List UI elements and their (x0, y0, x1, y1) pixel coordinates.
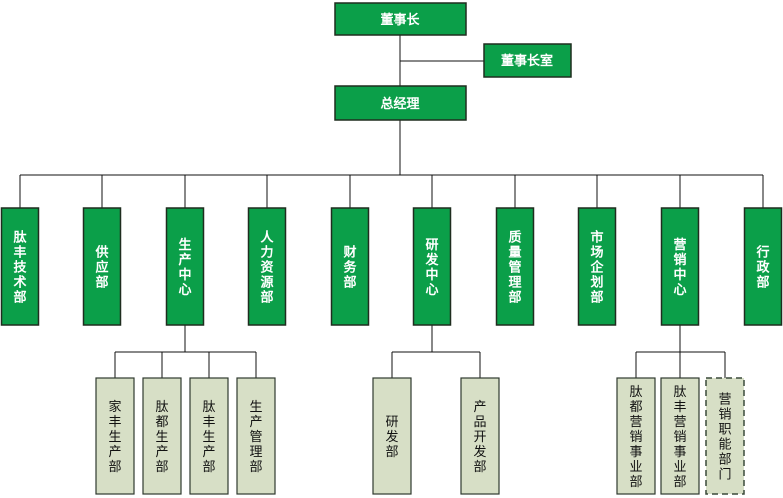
rd-unit-box-label: 产品开发部 (473, 400, 486, 475)
marketing-unit-box: 肽丰营销事业部 (660, 377, 700, 495)
department-box-label: 营销中心 (673, 237, 686, 298)
department-box-label: 市场企划部 (589, 230, 604, 306)
marketing-unit-box-label: 营销职能部门 (718, 393, 731, 483)
marketing-unit-box: 营销职能部门 (705, 377, 745, 495)
production-unit-box: 肽丰生产部 (189, 377, 229, 495)
general-manager-node: 总经理 (334, 85, 467, 121)
department-box-label: 肽丰技术部 (12, 231, 27, 306)
marketing-unit-box-label: 肽丰营销事业部 (673, 385, 686, 490)
department-box: 供应部 (82, 207, 122, 326)
department-box-label: 人力资源部 (260, 230, 274, 306)
department-box-label: 供应部 (94, 245, 108, 291)
department-box-label: 行政部 (755, 245, 770, 291)
rd-unit-box: 产品开发部 (460, 377, 500, 495)
department-box: 行政部 (743, 207, 783, 326)
production-unit-box-label: 家丰生产部 (108, 399, 121, 475)
department-box: 肽丰技术部 (0, 207, 40, 326)
department-box-label: 质量管理部 (508, 230, 521, 306)
rd-unit-box: 研发部 (372, 377, 412, 495)
general-manager-label: 总经理 (380, 96, 419, 112)
marketing-unit-box: 肽都营销事业部 (616, 377, 656, 495)
department-box: 质量管理部 (495, 207, 535, 326)
department-box: 财务部 (330, 207, 370, 326)
rd-unit-box-label: 研发部 (385, 415, 398, 460)
chairman-office-node: 董事长室 (483, 43, 572, 78)
production-unit-box-label: 肽丰生产部 (202, 400, 215, 475)
department-box-label: 研发中心 (424, 238, 439, 298)
connector-lines (19, 35, 764, 378)
department-box: 研发中心 (412, 207, 452, 326)
department-box: 营销中心 (660, 207, 700, 326)
department-box-label: 财务部 (343, 245, 357, 291)
production-unit-box: 家丰生产部 (95, 377, 135, 495)
sub-unit-row: 家丰生产部 肽都生产部 肽丰生产部 生产管理部 研发部 产品开发部 肽都营销事业部 肽丰营销事… (95, 377, 745, 495)
department-box: 生产中心 (165, 207, 205, 326)
department-box-label: 生产中心 (178, 237, 191, 298)
production-unit-box-label: 生产管理部 (249, 400, 262, 475)
chairman-node: 董事长 (334, 2, 467, 36)
department-box: 市场企划部 (577, 207, 617, 326)
chairman-office-label: 董事长室 (501, 53, 553, 69)
chairman-label: 董事长 (380, 12, 420, 28)
marketing-unit-box-label: 肽都营销事业部 (629, 385, 642, 490)
production-unit-box: 生产管理部 (236, 377, 276, 495)
production-unit-box-label: 肽都生产部 (155, 400, 168, 475)
department-row: 肽丰技术部 供应部 生产中心 人力资源部 财务部 研发中心 质量管理部 市场企划部 营销中心 行政… (0, 207, 783, 326)
department-box: 人力资源部 (247, 207, 287, 326)
production-unit-box: 肽都生产部 (142, 377, 182, 495)
